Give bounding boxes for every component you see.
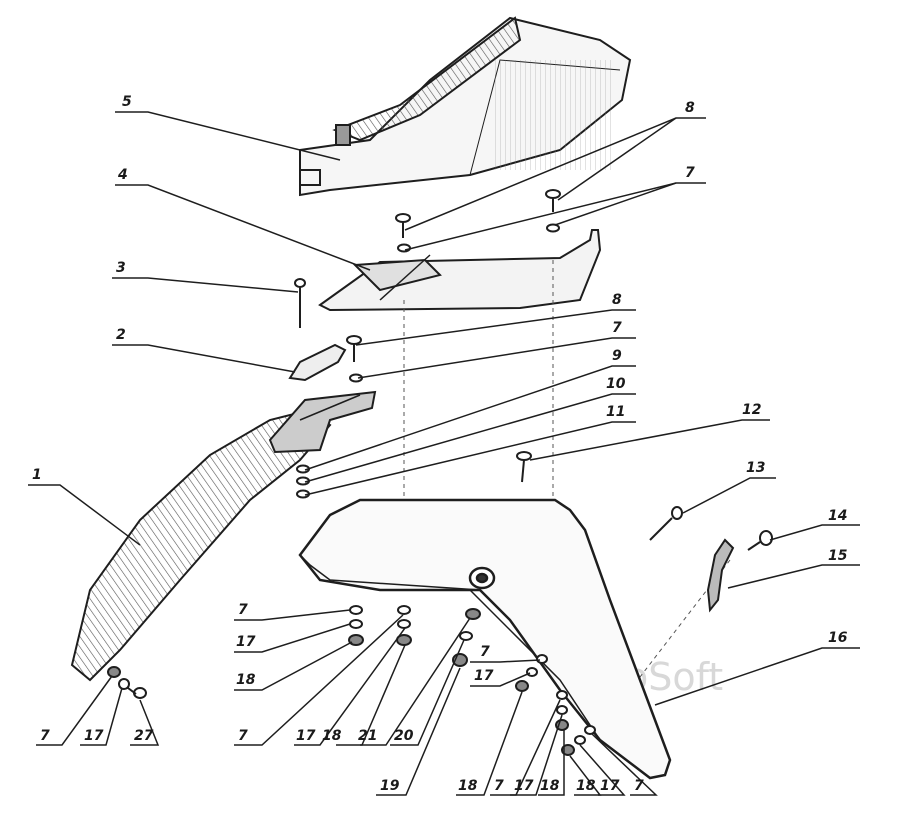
callout-4: 4 [117,167,128,183]
washer-7-a [397,243,411,253]
part-4-base-plate [318,229,602,312]
callout-17-m: 17 [474,668,494,684]
part-15-clip [706,538,735,613]
callout-7-top: 7 [685,165,695,181]
callout-18-b2: 18 [576,778,596,794]
callout-2: 2 [116,327,126,343]
callout-8-top: 8 [685,100,695,116]
callout-7-pad: 7 [40,728,50,744]
callout-7-l2: 7 [238,728,248,744]
callout-16: 16 [828,630,848,646]
screw-8-a [395,213,411,238]
part-1-armrest-pad [70,390,377,682]
callout-20: 20 [394,728,414,744]
screw-8-b [545,189,561,212]
screw-13 [649,506,683,541]
callout-7-mid: 7 [612,320,622,336]
callout-1: 1 [32,467,42,483]
screw-14 [747,530,773,551]
part-2-bracket [288,343,347,382]
callout-7-l1: 7 [238,602,248,618]
callout-10: 10 [606,376,626,392]
callout-18-m: 18 [458,778,478,794]
screw-12 [516,451,532,483]
callout-17-b2: 17 [600,778,620,794]
callout-27-pad: 27 [134,728,154,744]
callout-3: 3 [116,260,126,276]
callout-7-b2: 7 [634,778,644,794]
callout-17-pad: 17 [84,728,104,744]
screw-3 [294,278,306,328]
callout-labels: 5 4 3 2 1 8 7 8 7 9 10 11 12 13 14 15 16… [32,94,848,794]
callout-17-b1: 17 [514,778,534,794]
callout-9: 9 [612,348,622,364]
part-16-arm-frame [298,498,672,780]
callout-7-b1: 7 [494,778,504,794]
callout-8-mid: 8 [612,292,622,308]
callout-5: 5 [122,94,132,110]
callout-18-l2: 18 [322,728,342,744]
screw-8-c [346,335,362,362]
callout-13: 13 [746,460,765,476]
callout-18-b1: 18 [540,778,560,794]
washer-7-b [546,223,560,233]
callout-19: 19 [380,778,400,794]
callout-17-l2: 17 [296,728,316,744]
fasteners-upper [294,189,773,551]
part-5-top-cover [299,16,632,197]
fasteners-lower [107,605,596,756]
callout-15: 15 [828,548,848,564]
callout-7-m: 7 [480,644,490,660]
leader-lines [28,111,860,796]
callout-17-l1: 17 [236,634,256,650]
callout-21: 21 [358,728,377,744]
callout-11: 11 [606,404,625,420]
callout-14: 14 [828,508,847,524]
callout-12: 12 [742,402,761,418]
callout-18-l1: 18 [236,672,256,688]
